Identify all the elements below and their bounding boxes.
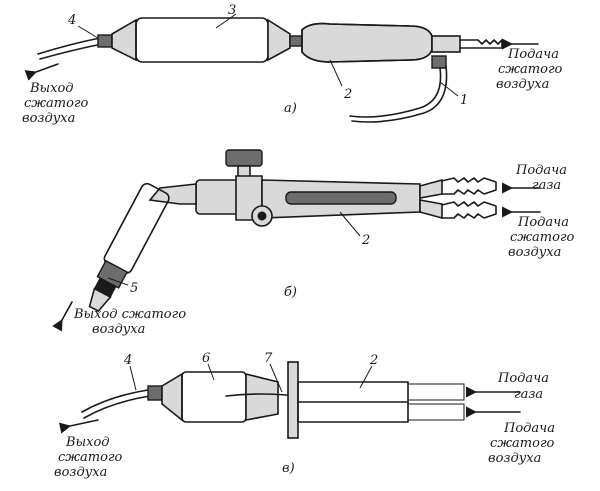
- gas-hose: [407, 383, 465, 401]
- part-number-5: 5: [130, 281, 138, 296]
- valve-knob: [225, 149, 263, 167]
- gas-label-line2: газа: [514, 387, 543, 402]
- figure-letter-a: а): [284, 101, 297, 116]
- figure-a: 4 3 2 1 а) Выход сжатого воздуха Подача …: [22, 3, 563, 126]
- part-number-3: 3: [228, 3, 236, 18]
- nozzle-tube-4: [37, 37, 101, 55]
- part-number-2: 2: [343, 87, 352, 102]
- air-label-line1: Подача: [517, 215, 569, 230]
- left-cone: [111, 18, 137, 62]
- air-label-line3: воздуха: [508, 245, 561, 260]
- inlet-label-line2: сжатого: [498, 62, 563, 77]
- cable-1: [349, 67, 442, 118]
- gas-label-line1: Подача: [497, 371, 549, 386]
- flange-7: [287, 361, 299, 439]
- air-label-line3: воздуха: [488, 451, 541, 466]
- air-label-line2: сжатого: [490, 436, 555, 451]
- part-number-1: 1: [460, 93, 468, 108]
- gas-label-line1: Подача: [515, 163, 567, 178]
- handle-2: [301, 22, 433, 63]
- inlet-label-line3: воздуха: [496, 77, 549, 92]
- part-number-4: 4: [67, 13, 76, 28]
- outlet-label-line1: Выход: [29, 81, 74, 96]
- hose-nipple: [459, 39, 503, 49]
- part-number-2: 2: [361, 233, 370, 248]
- nozzle-tube-4: [81, 389, 149, 413]
- air-label-line2: сжатого: [510, 230, 575, 245]
- outlet-label-line1: Выход сжатого: [73, 307, 186, 322]
- gas-label-line2: газа: [532, 178, 561, 193]
- part-number-7: 7: [264, 351, 273, 366]
- outlet-label-line2: сжатого: [24, 96, 89, 111]
- arrow-down-left-icon: [52, 301, 73, 332]
- part-number-4: 4: [123, 353, 132, 368]
- nozzle-nut: [97, 34, 113, 48]
- part-number-2: 2: [369, 353, 378, 368]
- front-tube: [148, 183, 197, 205]
- body-slot: [285, 191, 397, 205]
- air-nipple: [441, 201, 497, 219]
- outlet-label-line1: Выход: [65, 435, 110, 450]
- outlet-label-line3: воздуха: [54, 465, 107, 480]
- air-hose: [407, 403, 465, 421]
- coil-chamber-3: [135, 17, 269, 63]
- inlet-label-line1: Подача: [507, 47, 559, 62]
- arrow-down-left-icon: [58, 419, 99, 434]
- outlet-label-line2: воздуха: [92, 322, 145, 337]
- right-cone: [267, 18, 291, 62]
- air-label-line1: Подача: [503, 421, 555, 436]
- nozzle-5: [88, 287, 112, 313]
- figure-letter-b: б): [284, 285, 297, 300]
- figure-letter-c: в): [282, 461, 295, 476]
- rear-fitting: [431, 35, 461, 53]
- valve-body: [195, 179, 241, 215]
- gas-nipple: [441, 177, 497, 195]
- figure-c: 4 6 7 2 в) Подача газа Подача сжатого во…: [54, 351, 555, 480]
- figure-b: 2 5 б) Подача газа Подача сжатого воздух…: [52, 149, 575, 337]
- part-number-6: 6: [202, 351, 210, 366]
- outlet-label-line3: воздуха: [22, 111, 75, 126]
- nozzle-nut: [147, 385, 163, 401]
- outlet-label-line2: сжатого: [58, 450, 123, 465]
- arrow-down-left-icon: [24, 63, 59, 81]
